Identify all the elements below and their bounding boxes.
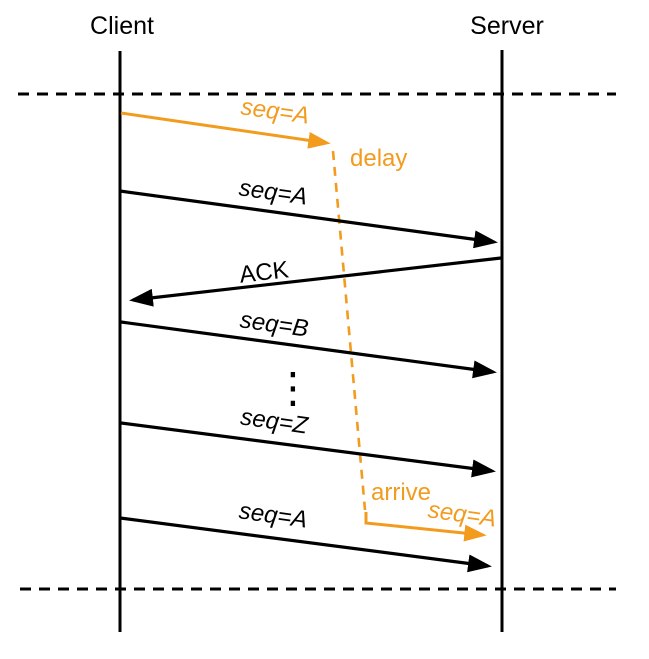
message-label-seq-b: seq=B bbox=[238, 306, 310, 342]
ellipsis: ⋮ bbox=[272, 364, 314, 411]
delayed-packet-arrival-arrow bbox=[364, 512, 487, 542]
delay-label: delay bbox=[350, 145, 407, 172]
delayed-packet-send-label: seq=A bbox=[239, 93, 311, 129]
message-arrow-seq-z bbox=[120, 421, 496, 478]
message-arrow-seq-a-1 bbox=[119, 189, 498, 249]
ack-label: ACK bbox=[238, 256, 290, 288]
message-label-seq-a-2: seq=A bbox=[237, 497, 309, 533]
message-label-seq-a-1: seq=A bbox=[237, 174, 309, 210]
arrive-label: arrive bbox=[371, 479, 431, 506]
actor-label-server: Server bbox=[470, 12, 544, 40]
message-arrow-seq-b bbox=[120, 320, 497, 379]
delay-dashed-path bbox=[331, 150, 367, 511]
actor-label-client: Client bbox=[90, 12, 154, 40]
delayed-packet-send-arrow bbox=[120, 111, 331, 149]
delayed-packet-arrival-label: seq=A bbox=[426, 496, 498, 532]
ack-arrow bbox=[129, 256, 502, 307]
message-arrow-seq-a-2 bbox=[119, 516, 492, 573]
